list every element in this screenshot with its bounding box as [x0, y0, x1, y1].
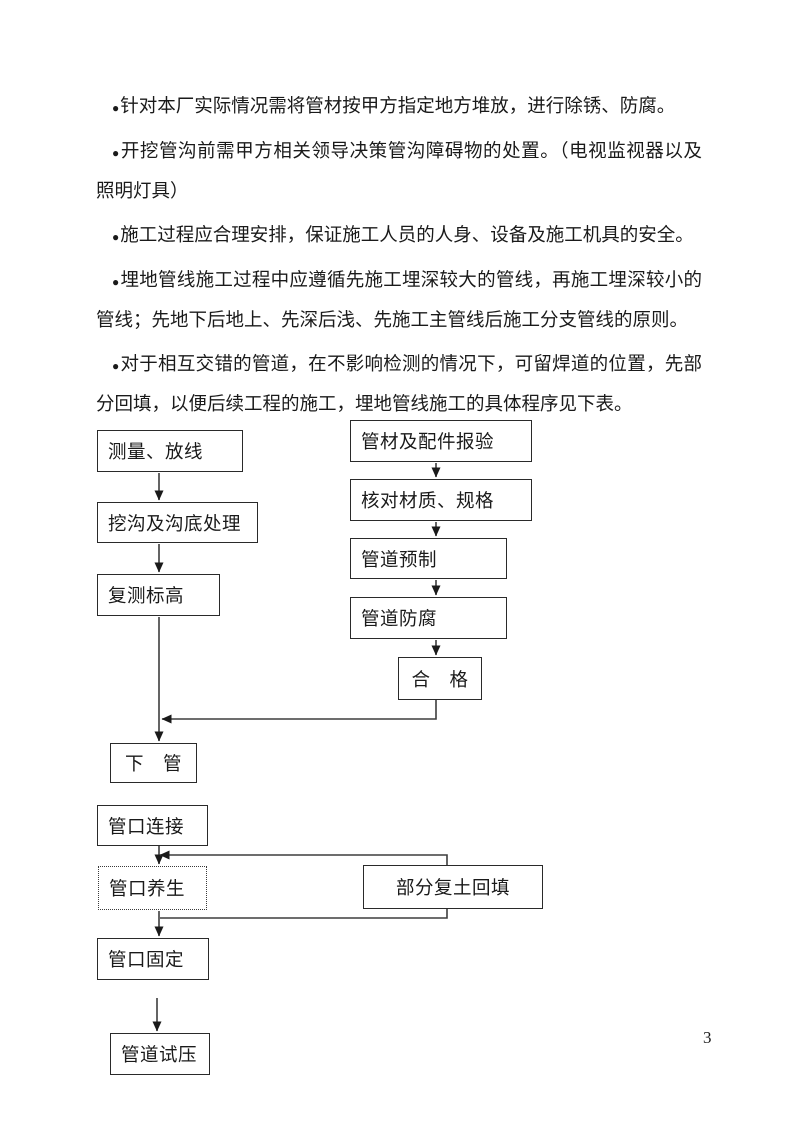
flow-node-trench: 挖沟及沟底处理 — [97, 502, 258, 543]
bullet-list: ●针对本厂实际情况需将管材按甲方指定地方堆放，进行除锈、防腐。 ●开挖管沟前需甲… — [96, 88, 702, 430]
page-number: 3 — [703, 1028, 712, 1047]
flow-node-label: 复测标高 — [108, 587, 185, 607]
flow-node-label: 管口连接 — [108, 817, 185, 838]
flow-node-recheck-elevation: 复测标高 — [97, 574, 220, 616]
arrow-qualified-to-mainline — [161, 700, 437, 724]
flow-node-measure: 测量、放线 — [97, 430, 243, 472]
flow-node-material-inspection: 管材及配件报验 — [350, 420, 532, 462]
flow-node-pressure-test: 管道试压 — [110, 1033, 210, 1075]
flow-node-label: 核对材质、规格 — [361, 492, 495, 512]
bullet-item: ●针对本厂实际情况需将管材按甲方指定地方堆放，进行除锈、防腐。 — [96, 88, 702, 128]
flow-node-label: 管道防腐 — [361, 610, 438, 630]
flow-node-label: 管口固定 — [108, 951, 185, 971]
bullet-marker: ● — [112, 275, 120, 289]
flow-node-label: 管道试压 — [121, 1046, 198, 1066]
bullet-item: ●对于相互交错的管道，在不影响检测的情况下，可留焊道的位置，先部分回填，以便后续… — [96, 346, 702, 425]
bullet-item: ●施工过程应合理安排，保证施工人员的人身、设备及施工机具的安全。 — [96, 217, 702, 257]
bullet-item: ●开挖管沟前需甲方相关领导决策管沟障碍物的处置。（电视监视器以及照明灯具） — [96, 133, 702, 212]
flow-node-label: 挖沟及沟底处理 — [108, 514, 242, 535]
bullet-text: 埋地管线施工过程中应遵循先施工埋深较大的管线，再施工埋深较小的管线；先地下后地上… — [96, 271, 702, 331]
flow-node-label: 合 格 — [411, 670, 469, 691]
flow-node-joint-fixing: 管口固定 — [97, 938, 209, 980]
flow-node-prefab: 管道预制 — [350, 538, 507, 579]
flow-node-anticorrosion: 管道防腐 — [350, 597, 507, 639]
bullet-marker: ● — [112, 230, 120, 244]
flow-node-label: 管道预制 — [361, 550, 438, 571]
flow-node-label: 测量、放线 — [108, 443, 204, 463]
flow-node-label: 部分复土回填 — [395, 879, 510, 899]
flow-node-partial-backfill: 部分复土回填 — [363, 865, 543, 909]
flow-node-label: 下 管 — [124, 755, 182, 775]
bullet-text: 针对本厂实际情况需将管材按甲方指定地方堆放，进行除锈、防腐。 — [120, 97, 676, 117]
flow-node-joint-curing: 管口养生 — [98, 866, 207, 910]
bullet-text: 施工过程应合理安排，保证施工人员的人身、设备及施工机具的安全。 — [120, 226, 694, 246]
flow-node-lower-pipe: 下 管 — [110, 743, 197, 783]
flow-node-label: 管口养生 — [109, 880, 186, 900]
bullet-marker: ● — [112, 101, 120, 115]
flow-node-label: 管材及配件报验 — [361, 433, 495, 453]
flow-node-qualified: 合 格 — [398, 657, 482, 700]
bullet-item: ●埋地管线施工过程中应遵循先施工埋深较大的管线，再施工埋深较小的管线；先地下后地… — [96, 262, 702, 341]
bullet-text: 开挖管沟前需甲方相关领导决策管沟障碍物的处置。（电视监视器以及照明灯具） — [96, 142, 702, 202]
bullet-text: 对于相互交错的管道，在不影响检测的情况下，可留焊道的位置，先部分回填，以便后续工… — [96, 355, 702, 415]
flow-node-joint-connection: 管口连接 — [97, 805, 208, 846]
bullet-marker: ● — [112, 359, 120, 373]
bullet-marker: ● — [112, 146, 120, 160]
flow-node-verify-spec: 核对材质、规格 — [350, 479, 532, 521]
line-backfill-return — [160, 909, 448, 919]
